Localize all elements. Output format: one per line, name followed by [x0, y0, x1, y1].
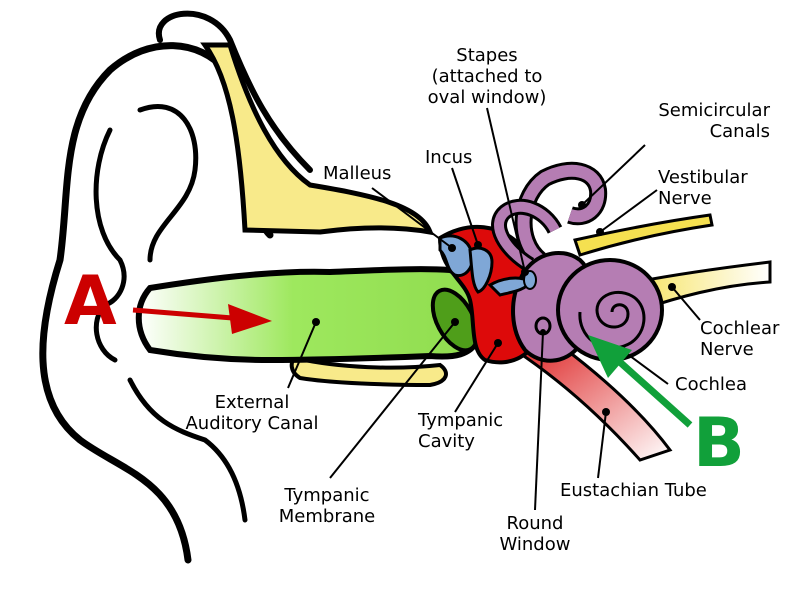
- label-stapes: Stapes (attached to oval window): [427, 45, 547, 108]
- marker-a: A: [64, 262, 117, 341]
- label-round-window: Round Window: [499, 513, 571, 555]
- oval-window: [523, 270, 537, 290]
- leader-lines: [287, 107, 701, 511]
- incus-shape: [468, 246, 494, 294]
- eustachian-tube-shape: [510, 343, 673, 462]
- label-external-auditory-canal: External Auditory Canal: [185, 392, 319, 434]
- marker-b: B: [693, 404, 745, 483]
- vestibular-nerve-shape: [573, 213, 714, 257]
- label-vestibular-nerve: Vestibular Nerve: [658, 167, 748, 209]
- leader-dots: [312, 201, 676, 416]
- label-tympanic-cavity: Tympanic Cavity: [418, 410, 504, 452]
- label-semicircular-canals: Semicircular Canals: [658, 100, 770, 142]
- arrow-a: [132, 304, 272, 334]
- arrow-b: [588, 335, 693, 428]
- label-cochlea: Cochlea: [675, 374, 747, 395]
- label-incus: Incus: [425, 147, 473, 168]
- label-malleus: Malleus: [323, 163, 392, 184]
- label-cochlear-nerve: Cochlear Nerve: [700, 318, 780, 360]
- label-tympanic-membrane: Tympanic Membrane: [278, 485, 376, 527]
- label-eustachian-tube: Eustachian Tube: [560, 480, 707, 501]
- bone-lower: [289, 355, 448, 388]
- semicircular-canals-shape: [491, 161, 608, 272]
- bone-upper: [200, 42, 434, 236]
